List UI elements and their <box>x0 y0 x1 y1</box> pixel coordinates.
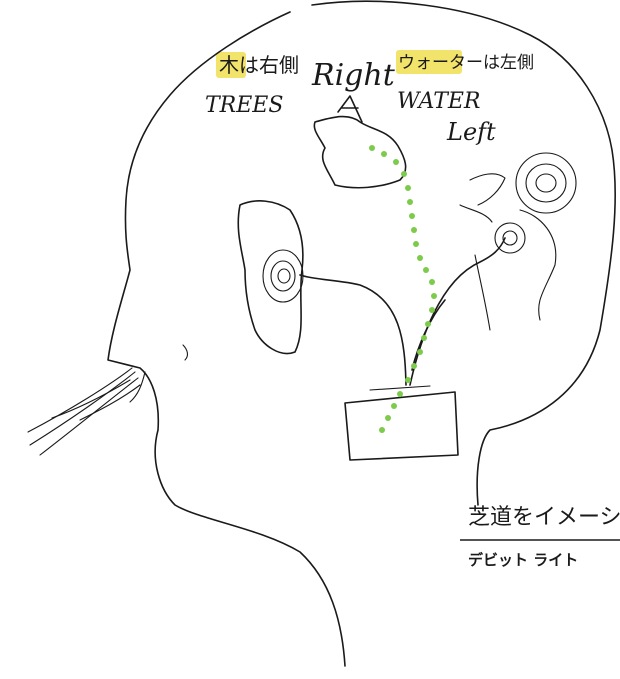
ear-mark <box>182 344 188 361</box>
green-dot <box>381 151 387 157</box>
green-dot <box>405 185 411 191</box>
green-dot <box>407 199 413 205</box>
region-top-blob <box>313 115 407 189</box>
green-dot <box>423 267 429 273</box>
green-dot <box>397 391 403 397</box>
left-label: Left <box>446 118 496 146</box>
water-jp-label: ウォーターは左側 <box>398 53 534 73</box>
green-dot <box>401 171 407 177</box>
caption-line-1: 芝道をイメーシ <box>468 505 620 530</box>
green-dot <box>385 415 391 421</box>
green-dot <box>421 335 427 341</box>
region-left-blob <box>237 200 304 355</box>
letter-a-mark <box>337 95 363 123</box>
green-dot <box>417 349 423 355</box>
green-dot <box>413 241 419 247</box>
trees-highlight <box>216 52 246 78</box>
right-label: Right <box>311 58 396 93</box>
green-dot <box>417 255 423 261</box>
green-dot <box>429 307 435 313</box>
trees-jp-label: 木は右側 <box>219 53 299 77</box>
green-dotted-path <box>369 145 437 433</box>
green-dot <box>393 159 399 165</box>
green-dot <box>379 427 385 433</box>
trees-label: TREES <box>205 93 283 118</box>
green-dot <box>411 227 417 233</box>
green-dot <box>425 321 431 327</box>
bottom-box-top <box>369 385 431 391</box>
breath-lines <box>27 367 146 456</box>
tree-stems <box>299 237 506 386</box>
green-dot <box>411 363 417 369</box>
green-dot <box>431 293 437 299</box>
green-dot <box>409 213 415 219</box>
bottom-box <box>344 391 459 461</box>
green-dot <box>405 377 411 383</box>
water-highlight <box>396 50 462 74</box>
right-spirals <box>459 152 577 331</box>
green-dot <box>391 403 397 409</box>
green-dot <box>369 145 375 151</box>
water-label: WATER <box>397 89 481 114</box>
left-spiral <box>262 249 304 303</box>
head-outline <box>107 11 346 667</box>
skull-outline <box>311 0 617 506</box>
green-dot <box>429 279 435 285</box>
caption-line-2: デビット ライト <box>468 551 578 569</box>
